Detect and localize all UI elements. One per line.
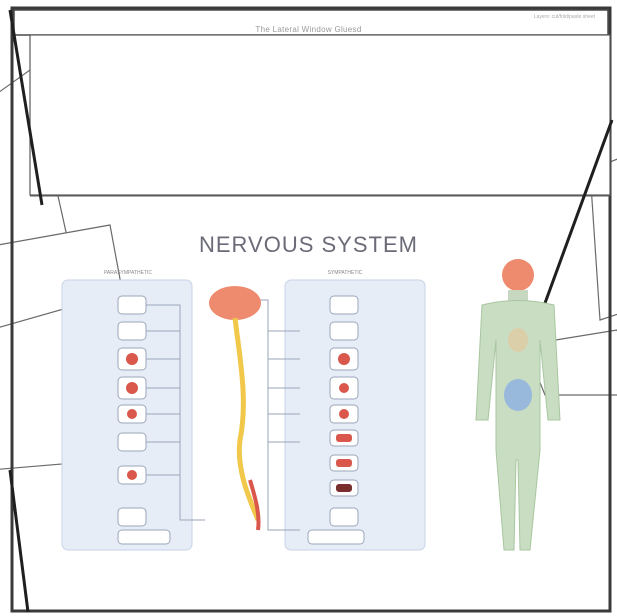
human-body-figure <box>476 259 560 550</box>
worksheet-title: NERVOUS SYSTEM <box>0 232 617 258</box>
corner-note: Layers: cut/fold/paste sheet <box>534 14 595 20</box>
top-window-panel <box>30 35 610 195</box>
brain-illustration <box>209 286 261 320</box>
left-column-heading: PARASYMPATHETIC <box>78 270 178 276</box>
top-flap-caption: The Lateral Window Gluesd <box>0 25 617 34</box>
right-column-heading: SYMPATHETIC <box>305 270 385 276</box>
